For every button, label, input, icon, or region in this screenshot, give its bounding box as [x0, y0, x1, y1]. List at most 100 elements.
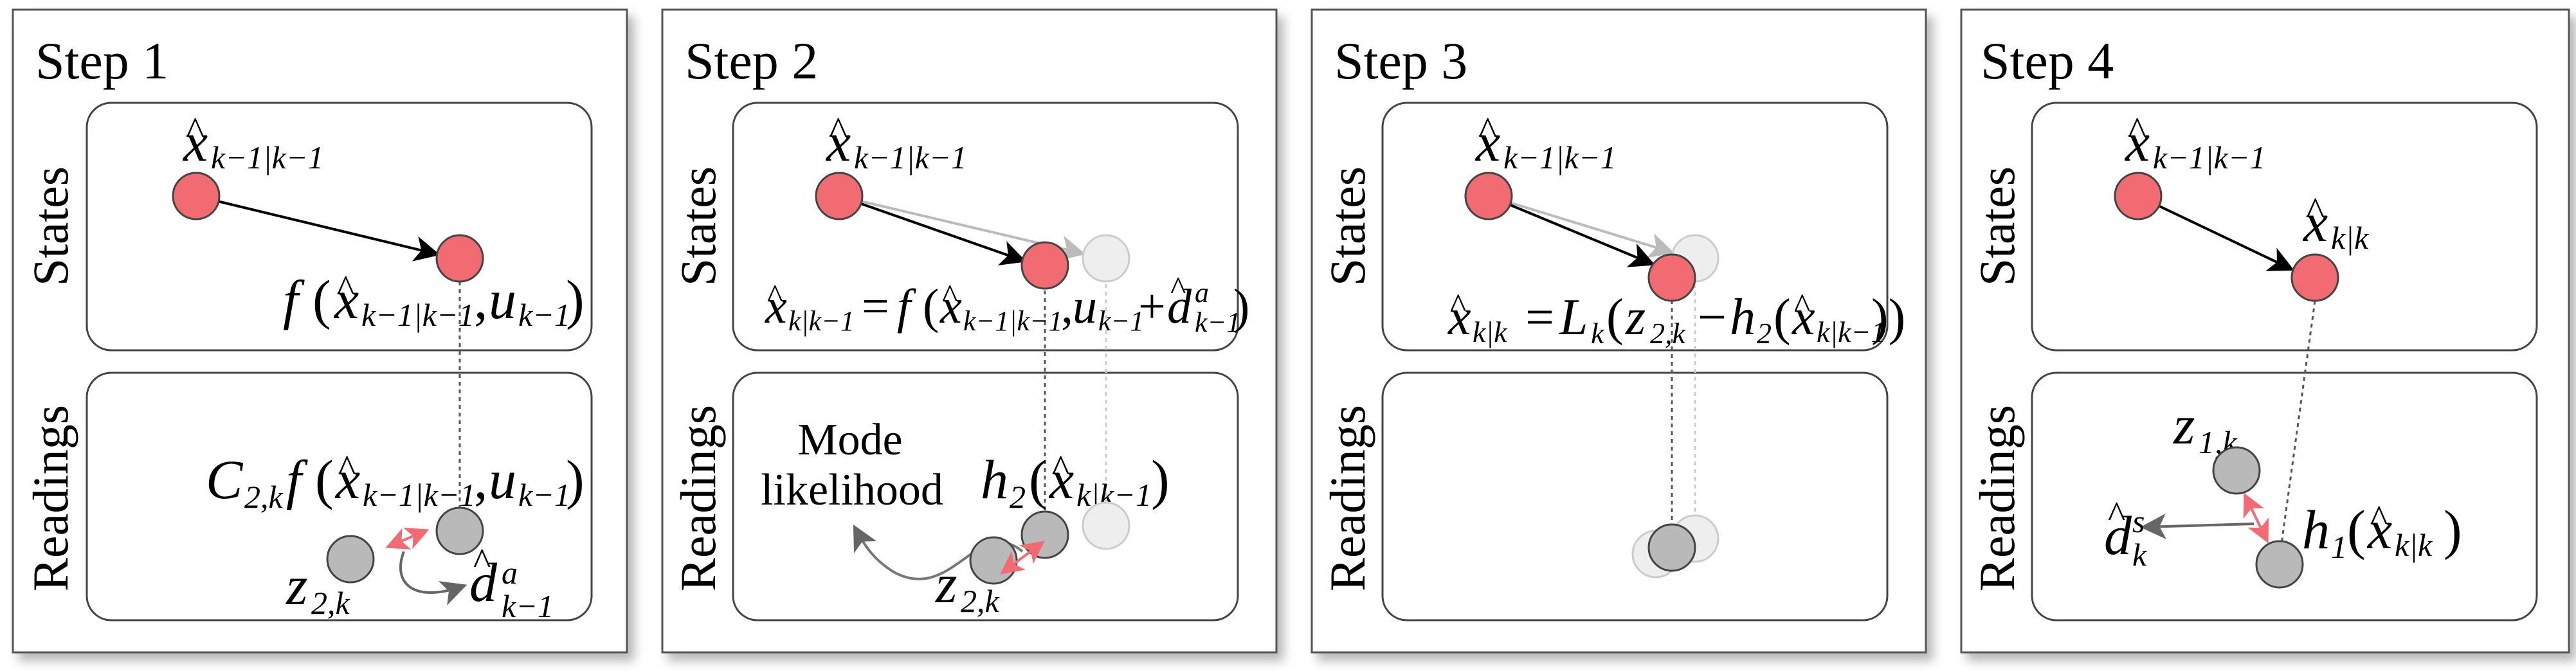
- svg-text:^: ^: [2370, 497, 2388, 539]
- svg-text:^: ^: [1052, 447, 1069, 489]
- svg-text:h: h: [981, 449, 1008, 510]
- svg-text:,: ,: [474, 269, 488, 330]
- z-label: z 2,k: [935, 553, 1000, 619]
- svg-text:k−1|k−1: k−1|k−1: [963, 305, 1063, 337]
- svg-text:z: z: [286, 555, 307, 616]
- innovation-red-arrow: [385, 528, 430, 550]
- reading-node-measured: [2212, 446, 2261, 495]
- svg-text:x: x: [1474, 111, 1500, 173]
- svg-text:^: ^: [2128, 109, 2146, 151]
- svg-text:k−1|k−1: k−1|k−1: [854, 139, 967, 175]
- svg-text:^: ^: [2307, 190, 2324, 231]
- readings-box: [2031, 371, 2538, 622]
- svg-text:^: ^: [830, 109, 847, 151]
- prediction-expression: x ^ k|k−1 = f ( x ^ k−1|k−1 , u k−1 + d …: [765, 271, 1249, 338]
- svg-text:d: d: [2104, 505, 2132, 566]
- states-box: [1381, 102, 1889, 352]
- reading-node-measured: [969, 536, 1018, 585]
- svg-text:x: x: [939, 280, 962, 334]
- svg-text:^: ^: [1794, 287, 1810, 325]
- svg-text:): ): [1233, 280, 1249, 334]
- svg-text:z: z: [1625, 289, 1646, 346]
- svg-text:likelihood: likelihood: [761, 465, 943, 515]
- prev-state-label: x ^ k−1|k−1: [2124, 109, 2266, 175]
- update-expression: x ^ k|k = L k ( z 2,k − h 2 ( x ^ k|k−1 …: [1447, 287, 1905, 350]
- svg-text:k−1|k−1: k−1|k−1: [211, 139, 324, 175]
- posterior-state-label: x ^ k|k: [2302, 190, 2369, 256]
- c-expression: C 2,k f ( x ^ k−1|k−1 , u k−1 ): [206, 447, 585, 515]
- sensor-fault-estimate-arrow: [2140, 514, 2254, 540]
- svg-text:): ): [566, 269, 585, 330]
- svg-text:z: z: [935, 553, 957, 614]
- transition-arrow: [195, 195, 440, 262]
- reading-node-predicted: [2255, 540, 2304, 589]
- svg-text:x: x: [1447, 289, 1471, 346]
- readings-label: Readings: [1969, 405, 2025, 591]
- svg-text:−: −: [1698, 289, 1727, 346]
- z-label: z 2,k: [286, 555, 350, 621]
- panel-step-1: Step 1 States Readings x ^ k−1|k−1 f ( x…: [12, 8, 628, 654]
- svg-text:u: u: [1073, 280, 1097, 334]
- svg-text:k: k: [2132, 537, 2147, 573]
- svg-text:): ): [1151, 449, 1170, 510]
- state-node-prev: [2114, 172, 2163, 220]
- svg-text:k: k: [1591, 317, 1605, 350]
- svg-text:^: ^: [1450, 287, 1466, 325]
- svg-text:k−1|k−1: k−1|k−1: [361, 297, 475, 333]
- transition-arrow: [2137, 195, 2295, 271]
- h-expression: h 1 ( x ^ k|k ): [2302, 497, 2462, 565]
- svg-text:^: ^: [767, 278, 783, 315]
- svg-text:^: ^: [473, 541, 491, 582]
- h-expression: h 2 ( x ^ k|k−1 ): [981, 447, 1170, 515]
- panel-step-4: Step 4 States Readings x ^ k−1|k−1 x ^ k…: [1960, 8, 2570, 654]
- svg-text:=: =: [1525, 289, 1554, 346]
- innovation-red-arrow: [1000, 541, 1045, 575]
- readings-box: [1381, 371, 1889, 622]
- svg-text:k−1: k−1: [1195, 307, 1240, 338]
- states-label: States: [23, 166, 78, 286]
- states-label: States: [670, 166, 726, 286]
- svg-text:k−1: k−1: [1098, 305, 1144, 337]
- projection-dashed-line: [2278, 300, 2316, 559]
- d-label: d ^ a k−1: [469, 541, 554, 624]
- readings-label: Readings: [670, 405, 726, 591]
- state-node-predicted: [1020, 241, 1069, 290]
- faded-state-node: [1082, 234, 1130, 283]
- states-box: [86, 102, 593, 352]
- svg-text:^: ^: [337, 267, 354, 309]
- svg-text:u: u: [489, 269, 516, 330]
- state-node-prev: [815, 172, 864, 220]
- svg-text:1: 1: [2331, 529, 2347, 565]
- state-node-posterior: [2290, 253, 2339, 302]
- svg-text:(: (: [313, 269, 331, 330]
- svg-text:d: d: [1167, 280, 1192, 334]
- svg-text:z: z: [2173, 394, 2195, 456]
- svg-text:x: x: [765, 280, 787, 334]
- svg-text:+: +: [1138, 280, 1166, 334]
- svg-text:2: 2: [1010, 479, 1026, 515]
- prev-state-label: x ^ k−1|k−1: [182, 109, 324, 175]
- disturbance-estimate-arrow: [399, 551, 467, 605]
- svg-text:,: ,: [1061, 280, 1073, 334]
- svg-text:,: ,: [474, 449, 488, 510]
- readings-label: Readings: [23, 405, 78, 591]
- svg-text:k|k: k|k: [1473, 316, 1508, 348]
- svg-text:(: (: [315, 449, 334, 510]
- svg-text:x: x: [2124, 111, 2150, 173]
- svg-text:^: ^: [2108, 494, 2125, 535]
- transition-arrow: [1488, 195, 1656, 267]
- f-expression: f ( x ^ k−1|k−1 , u k−1 ): [283, 267, 585, 333]
- svg-text:x: x: [333, 269, 359, 330]
- state-node-prev: [1464, 172, 1513, 220]
- svg-text:2: 2: [1757, 317, 1772, 350]
- svg-text:k−1|k−1: k−1|k−1: [363, 477, 476, 513]
- svg-text:k|k−1: k|k−1: [788, 305, 855, 337]
- svg-text:a: a: [1195, 277, 1209, 309]
- svg-text:L: L: [1559, 289, 1588, 346]
- svg-text:): ): [2444, 499, 2462, 560]
- svg-text:x: x: [2302, 192, 2328, 253]
- step-title: Step 4: [1981, 31, 2114, 90]
- svg-text:^: ^: [338, 447, 356, 489]
- faded-transition-arrow: [1488, 195, 1675, 258]
